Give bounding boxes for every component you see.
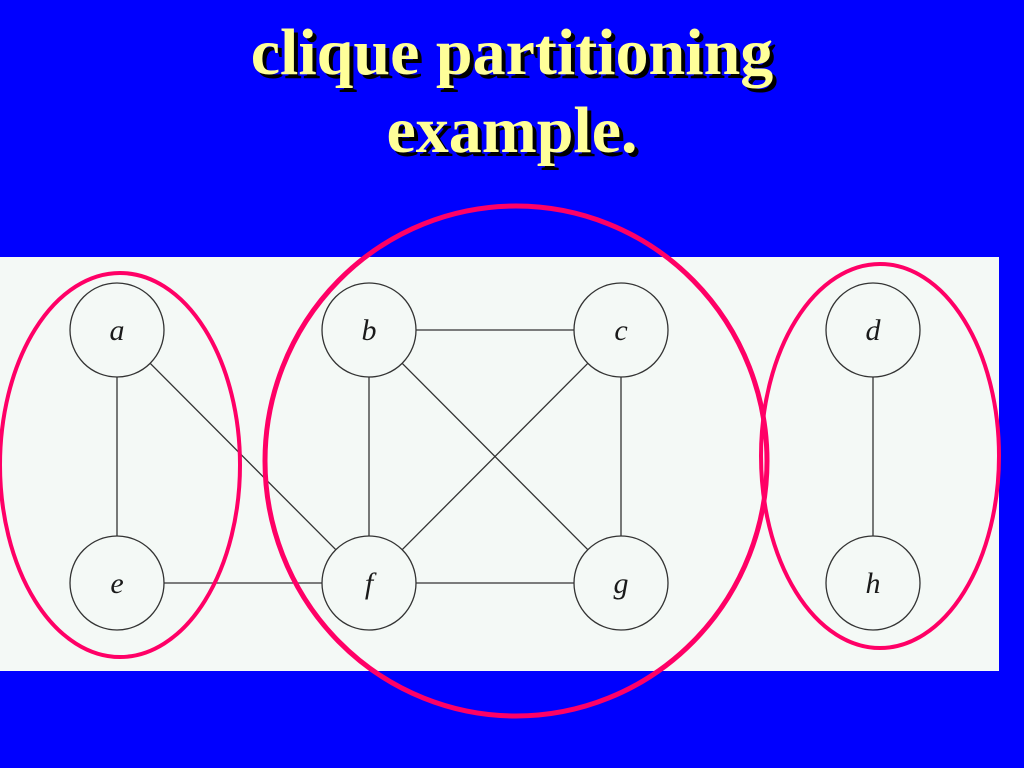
node-h-label: h <box>866 567 881 600</box>
partition-layer <box>0 203 1001 719</box>
node-a-label: a <box>110 314 125 347</box>
slide-title: clique partitioning example. <box>0 14 1024 170</box>
node-h-circle <box>825 535 921 631</box>
edge-a-f <box>149 362 337 551</box>
node-e: e <box>69 535 165 631</box>
node-g: g <box>573 535 669 631</box>
node-g-label: g <box>614 567 629 600</box>
node-d: d <box>825 282 921 378</box>
node-e-circle <box>69 535 165 631</box>
partition-ae <box>0 271 242 659</box>
node-c-label: c <box>614 314 627 347</box>
node-d-label: d <box>866 314 882 347</box>
node-c-circle <box>573 282 669 378</box>
edge-layer <box>116 329 874 584</box>
node-b-label: b <box>362 314 377 347</box>
title-line-1: clique partitioning <box>250 16 774 89</box>
node-e-label: e <box>110 567 123 600</box>
node-g-circle <box>573 535 669 631</box>
node-a-circle <box>69 282 165 378</box>
edge-c-f <box>401 362 589 551</box>
partition-bcfg <box>262 203 770 719</box>
node-f: f <box>321 535 417 631</box>
node-f-circle <box>321 535 417 631</box>
node-d-circle <box>825 282 921 378</box>
title-line-2: example. <box>386 94 638 167</box>
partition-dh <box>759 262 1001 650</box>
node-b-circle <box>321 282 417 378</box>
node-a: a <box>69 282 165 378</box>
node-b: b <box>321 282 417 378</box>
node-c: c <box>573 282 669 378</box>
node-h: h <box>825 535 921 631</box>
node-layer: a b c d e f g h <box>69 282 921 631</box>
